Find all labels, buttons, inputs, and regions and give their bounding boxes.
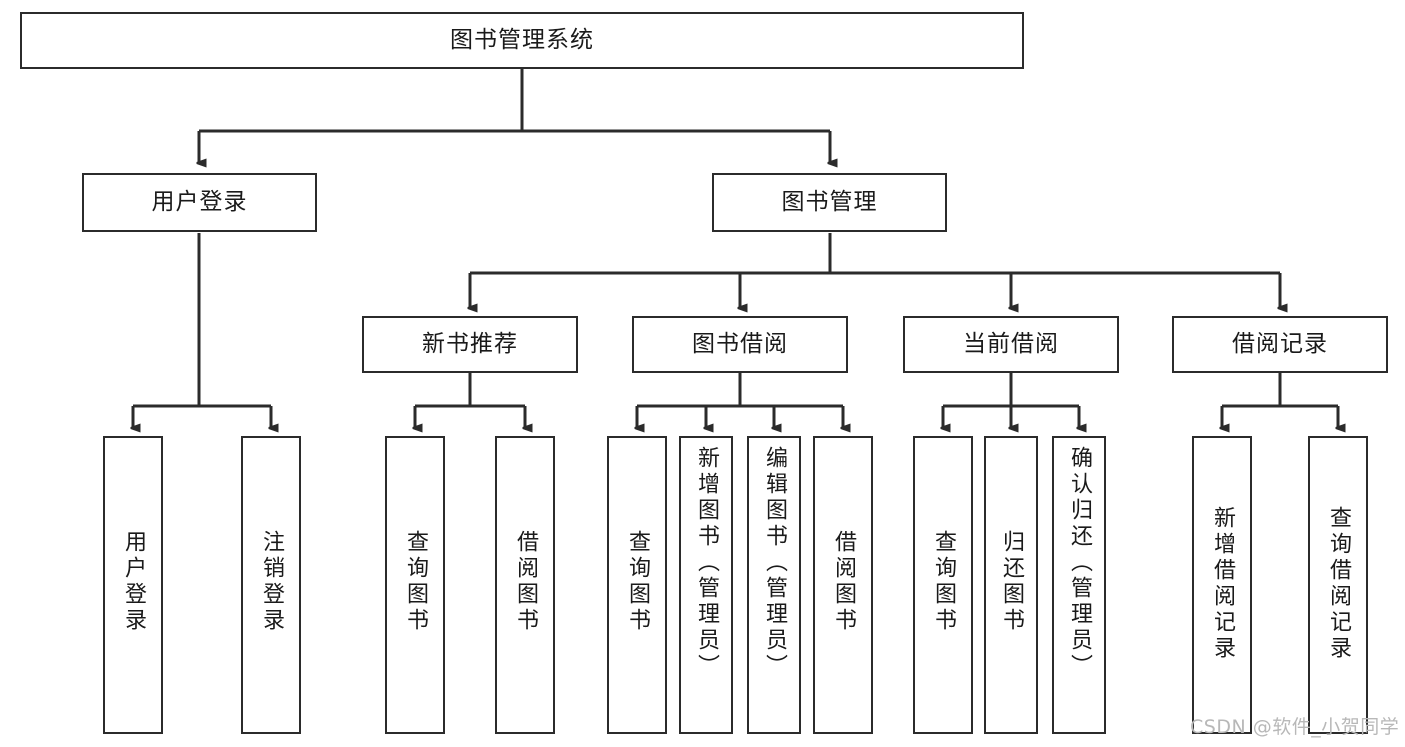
node-book-borrow[interactable]: 图书借阅 [632, 316, 848, 373]
node-user-login[interactable]: 用户登录 [82, 173, 317, 232]
node-label: 归还图书 [999, 530, 1024, 634]
leaf-borrow-record-add-record[interactable]: 新增借阅记录 [1192, 436, 1252, 734]
node-label: 图书借阅 [692, 330, 788, 357]
node-label: 编辑图书（管理员） [762, 446, 787, 680]
leaf-book-borrow-query-book[interactable]: 查询图书 [607, 436, 667, 734]
node-label: 新增图书（管理员） [694, 446, 719, 680]
leaf-book-borrow-edit-book-admin[interactable]: 编辑图书（管理员） [747, 436, 801, 734]
node-label: 确认归还（管理员） [1067, 446, 1092, 680]
node-label: 新书推荐 [422, 330, 518, 357]
node-label: 借阅图书 [513, 530, 538, 634]
leaf-book-borrow-add-book-admin[interactable]: 新增图书（管理员） [679, 436, 733, 734]
node-label: 查询图书 [625, 530, 650, 634]
node-label: 图书管理系统 [450, 26, 594, 53]
node-label: 注销登录 [259, 530, 284, 634]
node-label: 查询图书 [931, 530, 956, 634]
leaf-current-borrow-return-book[interactable]: 归还图书 [984, 436, 1038, 734]
node-current-borrow[interactable]: 当前借阅 [903, 316, 1119, 373]
node-label: 借阅记录 [1232, 330, 1328, 357]
leaf-user-login-login[interactable]: 用户登录 [103, 436, 163, 734]
leaf-new-book-borrow-book[interactable]: 借阅图书 [495, 436, 555, 734]
node-borrow-record[interactable]: 借阅记录 [1172, 316, 1388, 373]
leaf-book-borrow-borrow-book[interactable]: 借阅图书 [813, 436, 873, 734]
node-label: 借阅图书 [831, 530, 856, 634]
leaf-current-borrow-confirm-return-admin[interactable]: 确认归还（管理员） [1052, 436, 1106, 734]
csdn-watermark: CSDN @软件_小贺同学 [1190, 716, 1400, 738]
node-book-management[interactable]: 图书管理 [712, 173, 947, 232]
node-new-book-recommend[interactable]: 新书推荐 [362, 316, 578, 373]
leaf-current-borrow-query-book[interactable]: 查询图书 [913, 436, 973, 734]
node-label: 查询图书 [403, 530, 428, 634]
leaf-new-book-query-book[interactable]: 查询图书 [385, 436, 445, 734]
node-label: 用户登录 [121, 530, 146, 634]
node-label: 新增借阅记录 [1210, 506, 1235, 662]
node-label: 当前借阅 [963, 330, 1059, 357]
node-label: 查询借阅记录 [1326, 506, 1351, 662]
node-root-book-management-system[interactable]: 图书管理系统 [20, 12, 1024, 69]
node-label: 图书管理 [781, 188, 878, 215]
leaf-borrow-record-query-record[interactable]: 查询借阅记录 [1308, 436, 1368, 734]
node-label: 用户登录 [151, 188, 248, 215]
leaf-user-login-logout[interactable]: 注销登录 [241, 436, 301, 734]
